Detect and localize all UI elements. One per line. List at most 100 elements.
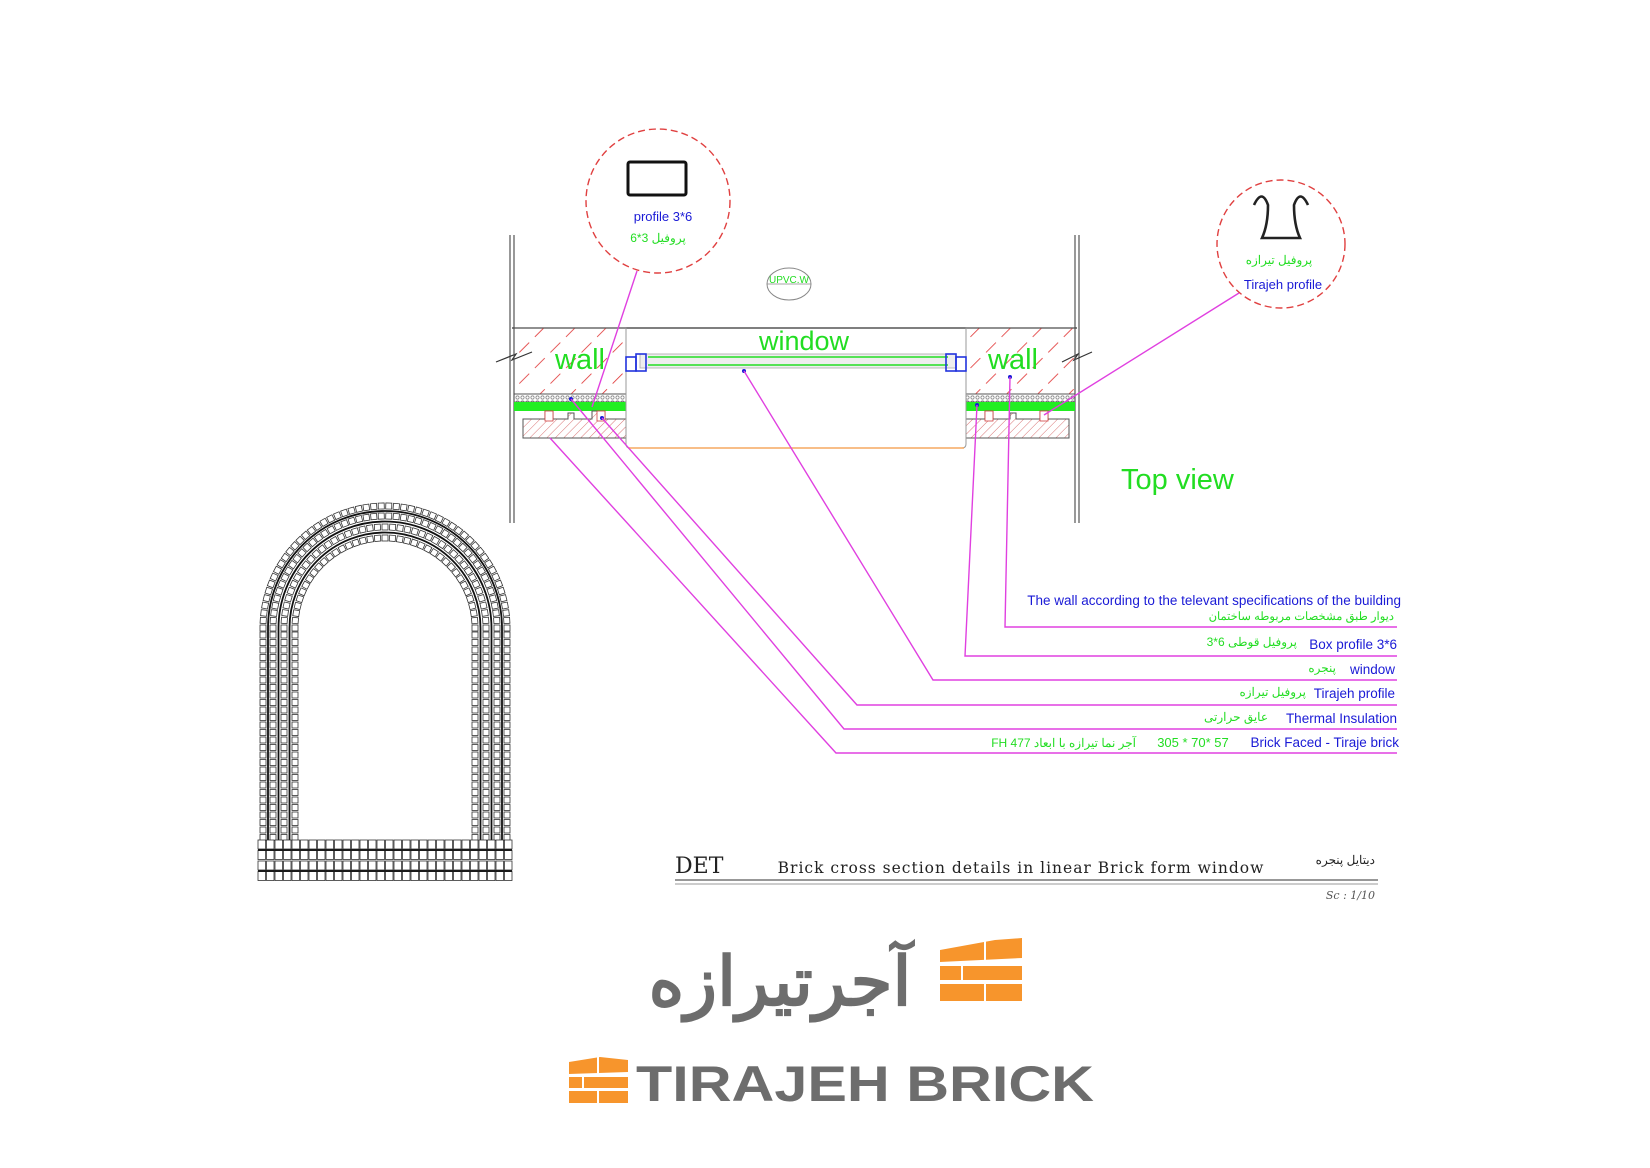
- arch-brick: [336, 532, 346, 542]
- arch-ring-line: [288, 531, 482, 840]
- column-brick: [471, 654, 479, 661]
- column-brick: [471, 766, 479, 774]
- column-brick: [482, 654, 490, 661]
- arch-brick: [301, 560, 311, 570]
- title-code: DET: [675, 854, 724, 879]
- column-brick: [471, 646, 479, 654]
- column-brick: [291, 639, 299, 646]
- legend-brick-dims: 305 * 70* 57: [1157, 735, 1229, 750]
- arch-brick: [280, 572, 290, 583]
- arch-brick: [471, 616, 479, 625]
- base-brick: [351, 871, 360, 881]
- arch-brick: [309, 567, 319, 578]
- arch-brick: [326, 514, 336, 524]
- column-brick: [503, 706, 511, 714]
- arch-brick: [307, 537, 318, 548]
- column-brick: [259, 699, 267, 706]
- arch-brick: [262, 594, 271, 603]
- base-brick: [317, 871, 326, 881]
- base-brick: [410, 839, 419, 850]
- column-brick: [259, 804, 267, 811]
- base-brick: [300, 850, 309, 860]
- column-brick: [471, 714, 479, 721]
- arch-brick: [424, 532, 434, 542]
- column-brick: [291, 826, 299, 834]
- column-brick: [471, 759, 479, 766]
- arch-brick: [343, 529, 353, 539]
- column-brick: [482, 691, 490, 699]
- arch-brick: [481, 609, 489, 617]
- column-brick: [482, 819, 490, 826]
- arch-brick: [313, 533, 324, 543]
- arch-brick: [471, 579, 481, 589]
- arch-brick: [416, 541, 426, 551]
- arch-brick: [385, 512, 393, 520]
- base-brick: [478, 850, 487, 860]
- column-brick: [471, 834, 479, 841]
- tirajeh-profile-icon: [1252, 195, 1310, 240]
- leader-dots: [569, 369, 1012, 420]
- column-brick: [291, 811, 299, 819]
- column-brick: [493, 721, 501, 729]
- arch-brick: [297, 548, 307, 558]
- column-brick: [471, 804, 479, 811]
- column-brick: [493, 826, 501, 834]
- base-brick: [478, 839, 487, 850]
- arch-brick: [463, 566, 474, 576]
- base-brick: [419, 850, 428, 860]
- legend-brick-fa: آجر نما تیرازه با ابعاد FH 477: [991, 735, 1136, 750]
- base-brick: [274, 839, 283, 850]
- arch-brick: [326, 525, 336, 535]
- logo-text-en: TIRAJEH BRICK: [636, 1056, 1094, 1112]
- base-brick: [453, 871, 462, 881]
- base-brick: [402, 860, 411, 871]
- column-brick: [291, 706, 299, 714]
- arch-brick: [362, 513, 371, 522]
- column-brick: [269, 766, 277, 774]
- arch-brick: [402, 536, 412, 545]
- arch-brick: [323, 539, 333, 550]
- column-brick: [503, 714, 511, 721]
- column-brick: [280, 744, 288, 751]
- column-brick: [482, 721, 490, 729]
- arch-ring-line: [267, 510, 503, 840]
- column-brick: [280, 661, 288, 669]
- legend-tirajeh-profile-fa: پروفیل تیرازه: [1239, 685, 1306, 699]
- column-brick: [280, 676, 288, 684]
- arch-brick: [483, 579, 493, 589]
- column-brick: [493, 766, 501, 774]
- base-brick: [274, 850, 283, 860]
- arch-brick: [385, 502, 393, 510]
- column-brick: [482, 736, 490, 744]
- arch-brick: [429, 547, 439, 558]
- column-brick: [269, 654, 277, 661]
- arch-brick: [298, 587, 308, 597]
- column-brick: [471, 781, 479, 789]
- arch-brick: [406, 514, 416, 524]
- legend-wall-en: The wall according to the televant speci…: [1027, 593, 1401, 608]
- column-brick: [503, 646, 511, 654]
- base-brick: [325, 839, 334, 850]
- column-brick: [259, 646, 267, 654]
- arch-brick: [463, 548, 473, 558]
- arch-brick: [420, 519, 430, 528]
- column-brick: [269, 751, 277, 759]
- base-brick: [325, 850, 334, 860]
- arch-brick: [292, 572, 303, 583]
- base-brick: [427, 850, 436, 860]
- base-brick: [359, 860, 368, 871]
- column-brick: [482, 759, 490, 766]
- column-brick: [503, 631, 511, 639]
- base-brick: [376, 860, 385, 871]
- column-brick: [291, 804, 299, 811]
- base-brick: [308, 839, 317, 850]
- arch-brick: [441, 517, 451, 527]
- arch-brick: [277, 579, 287, 589]
- base-brick: [342, 860, 351, 871]
- base-brick: [495, 860, 504, 871]
- arch-brick: [306, 554, 316, 565]
- arch-brick: [434, 525, 444, 535]
- arch-brick: [453, 525, 464, 536]
- arch-brick: [428, 511, 438, 521]
